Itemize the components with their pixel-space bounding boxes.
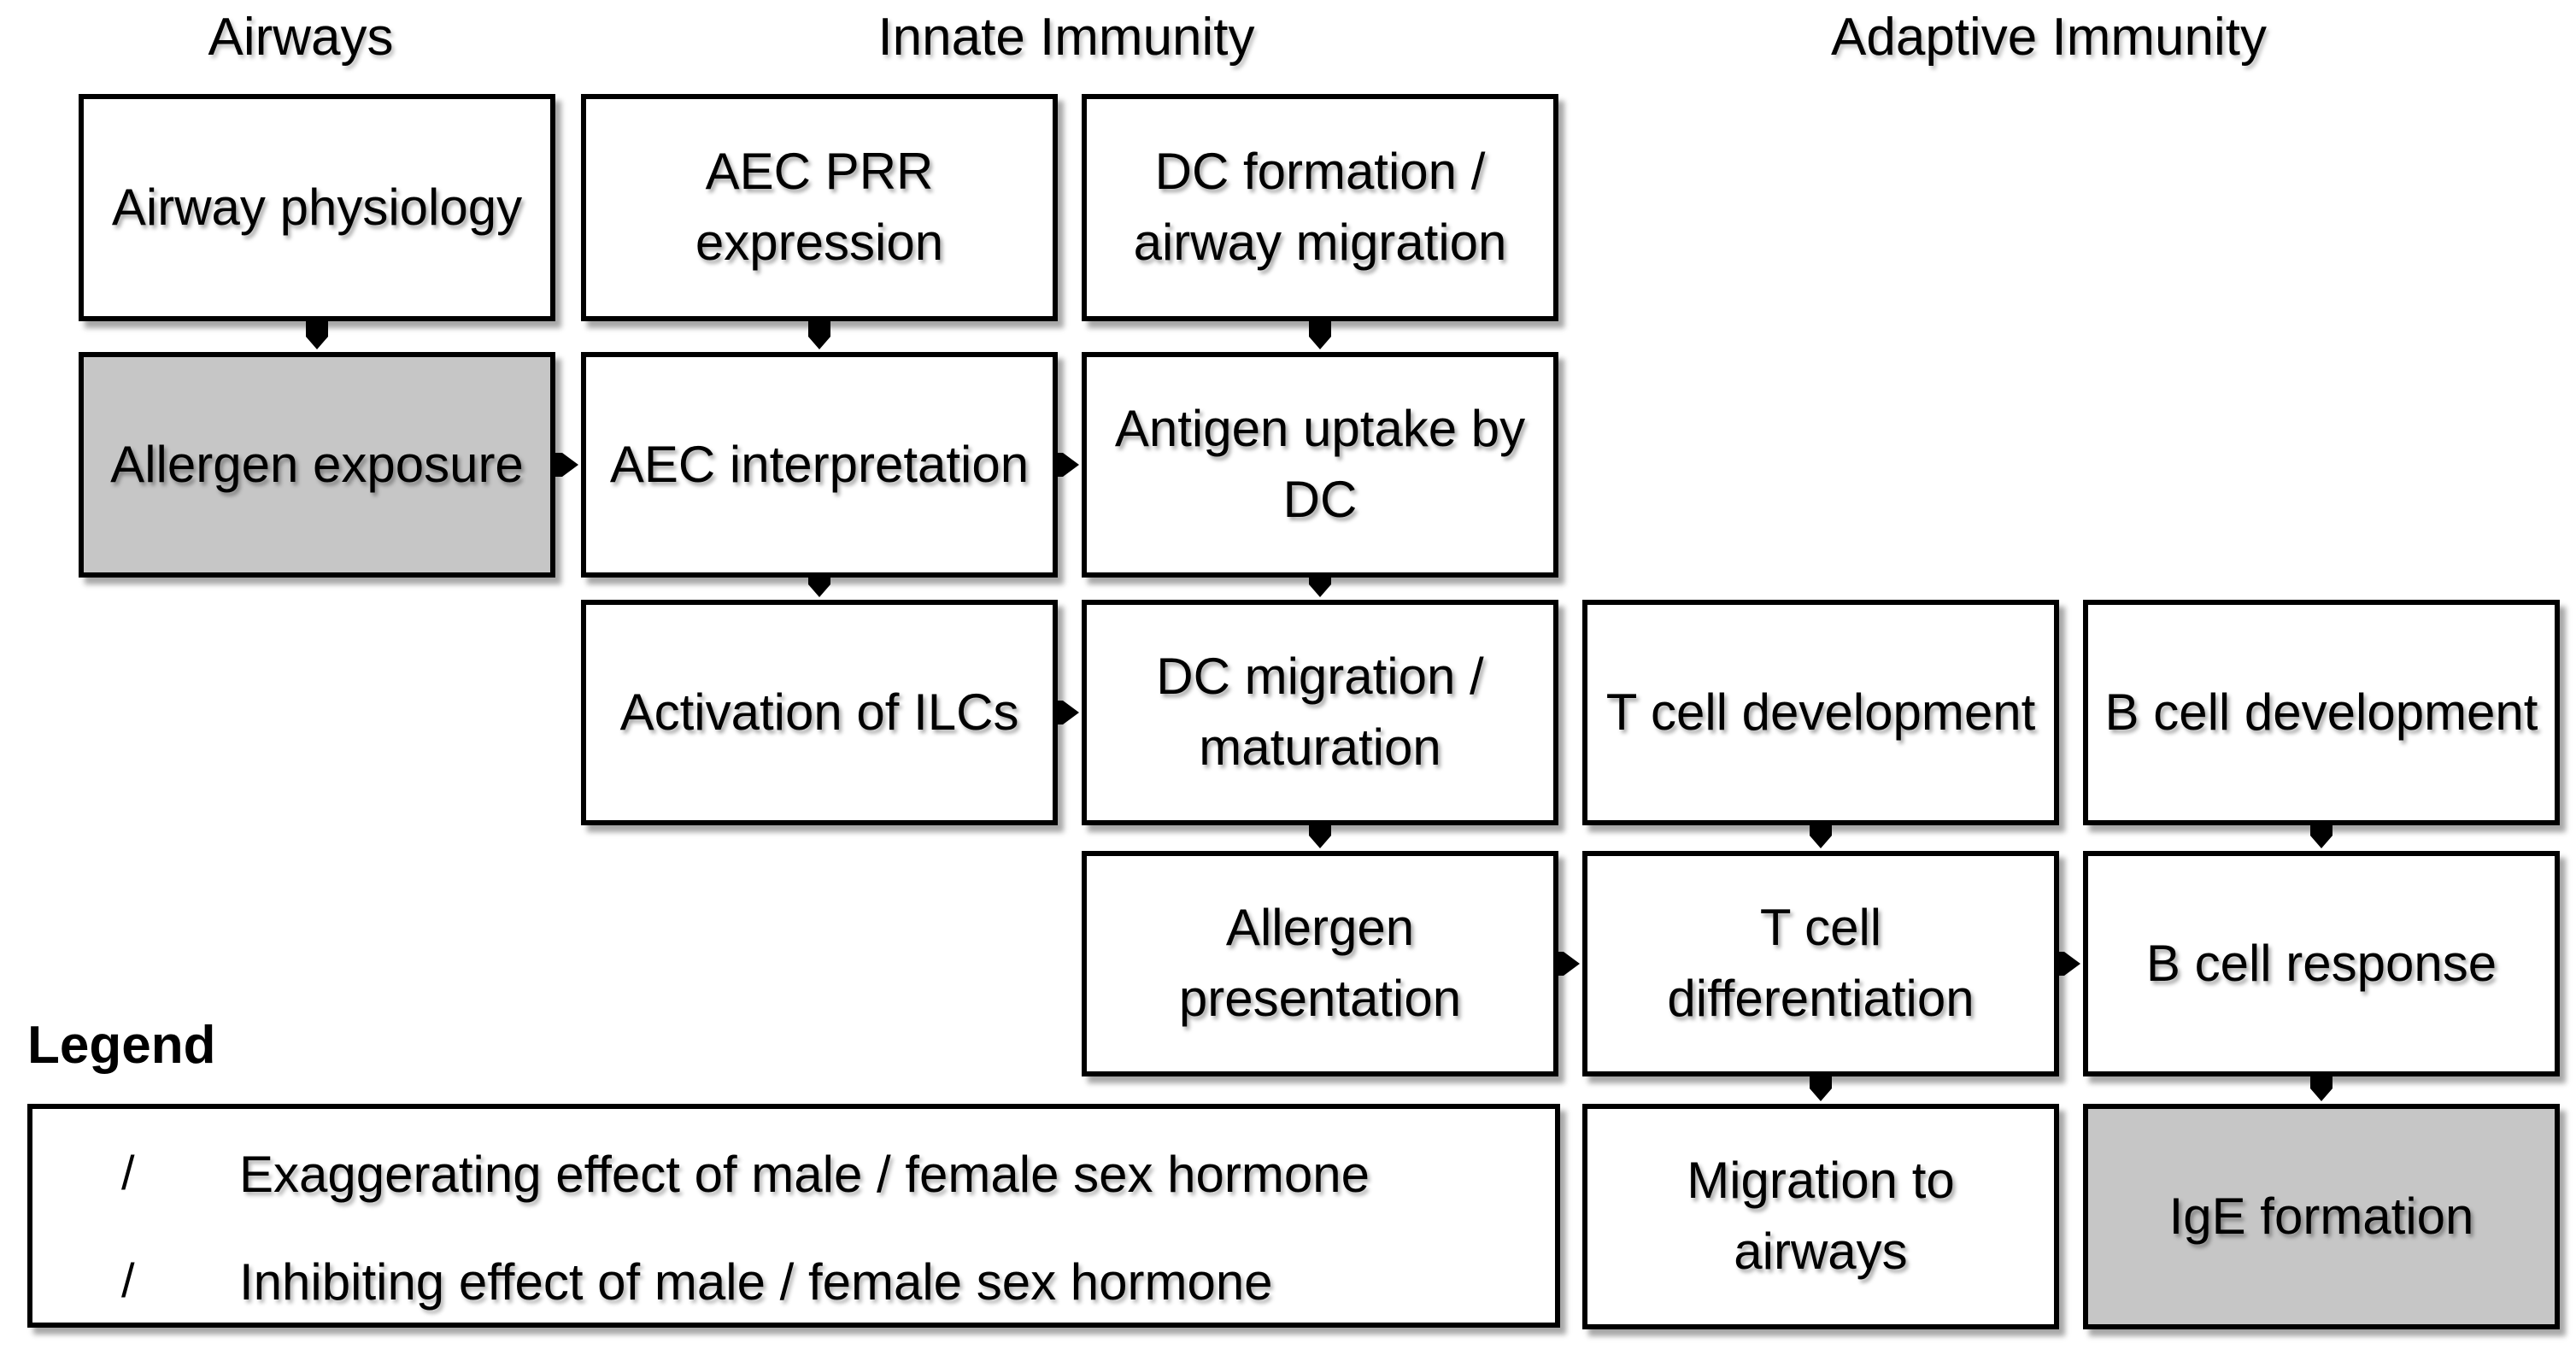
- column-header-innate-immunity: Innate Immunity: [877, 8, 1255, 67]
- legend-exaggerating-text: Exaggerating effect of male / female sex…: [239, 1146, 1370, 1203]
- node-allergen-exposure: Allergen exposure: [79, 352, 555, 578]
- connector-aec_interpretation-to-activation_ilcs: [808, 578, 830, 597]
- connector-activation_ilcs-to-dc_migration: [1058, 701, 1079, 724]
- connector-b_cell_response-to-ige_formation: [2310, 1076, 2332, 1101]
- node-label: B cell development: [2104, 683, 2538, 741]
- node-dc-migration-maturation: DC migration / maturation: [1082, 600, 1558, 825]
- legend-separator-inhibiting: /: [121, 1253, 135, 1307]
- connector-t_cell_differentiation-to-b_cell_response: [2059, 952, 2080, 976]
- node-label: Allergen exposure: [110, 435, 524, 493]
- connector-dc_formation-to-antigen_uptake: [1309, 321, 1331, 349]
- connector-aec_prr-to-aec_interpretation: [808, 321, 830, 349]
- connector-aec_interpretation-to-antigen_uptake: [1058, 453, 1079, 477]
- node-label: Allergen presentation: [1178, 899, 1462, 1027]
- node-label: DC formation / airway migration: [1133, 143, 1507, 271]
- node-dc-formation: DC formation / airway migration: [1082, 94, 1558, 321]
- node-b-cell-response: B cell response: [2083, 851, 2560, 1076]
- connector-t_cell_differentiation-to-migration_airways: [1810, 1076, 1832, 1101]
- node-label: T cell development: [1605, 683, 2036, 741]
- node-label: Migration to airways: [1687, 1152, 1955, 1280]
- node-airway-physiology: Airway physiology: [79, 94, 555, 321]
- connector-allergen_presentation-to-t_cell_differentiation: [1558, 952, 1580, 976]
- column-header-adaptive-immunity: Adaptive Immunity: [1831, 8, 2267, 67]
- legend-box: [27, 1104, 1560, 1328]
- node-label: Antigen uptake by DC: [1114, 400, 1526, 528]
- node-antigen-uptake: Antigen uptake by DC: [1082, 352, 1558, 578]
- connectors: [306, 321, 2332, 1101]
- node-label: T cell differentiation: [1667, 899, 1975, 1027]
- node-migration-to-airways: Migration to airways: [1582, 1104, 2059, 1329]
- node-t-cell-differentiation: T cell differentiation: [1582, 851, 2059, 1076]
- connector-allergen_exposure-to-aec_interpretation: [555, 453, 578, 477]
- legend-separator-exaggerating: /: [121, 1146, 135, 1200]
- node-label: DC migration / maturation: [1156, 648, 1484, 776]
- node-aec-interpretation: AEC interpretation: [581, 352, 1058, 578]
- node-allergen-presentation: Allergen presentation: [1082, 851, 1558, 1076]
- node-label: Airway physiology: [111, 178, 523, 236]
- column-header-airways: Airways: [208, 8, 394, 67]
- node-ige-formation: IgE formation: [2083, 1104, 2560, 1329]
- node-t-cell-development: T cell development: [1582, 600, 2059, 825]
- connector-b_cell_development-to-b_cell_response: [2310, 825, 2332, 848]
- legend-inhibiting-text: Inhibiting effect of male / female sex h…: [239, 1253, 1273, 1311]
- connector-dc_migration-to-allergen_presentation: [1309, 825, 1331, 848]
- node-label: AEC PRR expression: [695, 143, 944, 271]
- node-label: AEC interpretation: [609, 435, 1030, 493]
- node-aec-prr-expression: AEC PRR expression: [581, 94, 1058, 321]
- legend-title: Legend: [27, 1016, 216, 1075]
- connector-t_cell_development-to-t_cell_differentiation: [1810, 825, 1832, 848]
- node-label: IgE formation: [2168, 1187, 2474, 1245]
- node-label: Activation of ILCs: [619, 683, 1019, 741]
- connector-antigen_uptake-to-dc_migration: [1309, 578, 1331, 597]
- connector-airway_physiology-to-allergen_exposure: [306, 321, 328, 349]
- node-activation-of-ilcs: Activation of ILCs: [581, 600, 1058, 825]
- node-b-cell-development: B cell development: [2083, 600, 2560, 825]
- node-label: B cell response: [2145, 934, 2497, 992]
